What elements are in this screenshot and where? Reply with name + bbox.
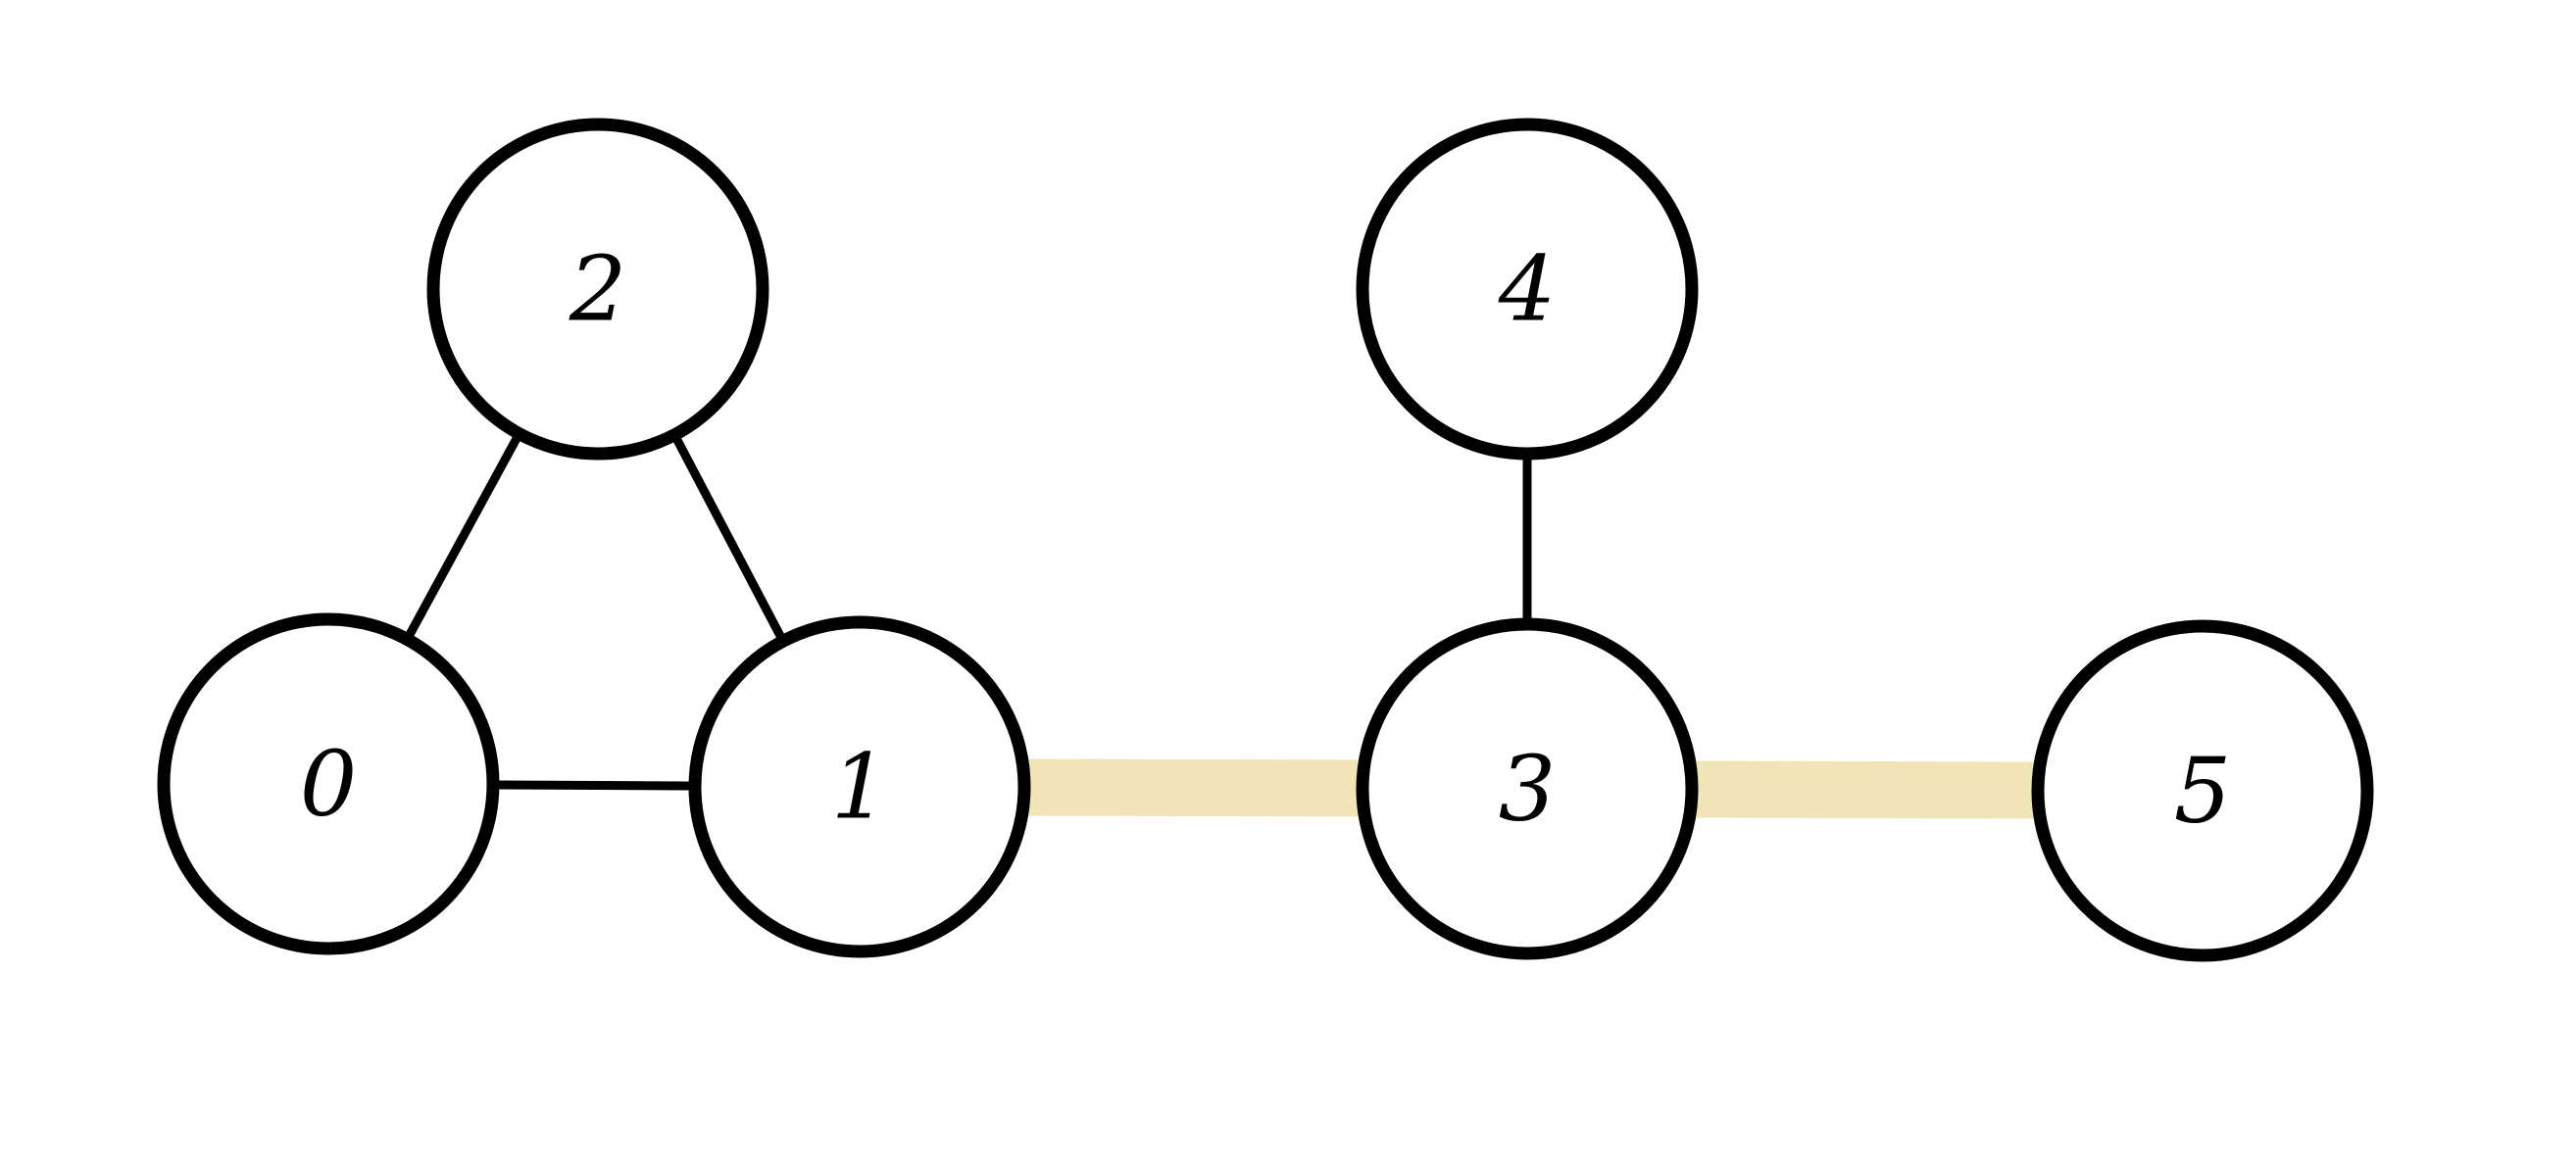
node-label-4: 4 bbox=[1498, 237, 1557, 342]
node-circle-4 bbox=[1356, 118, 1699, 461]
node-label-1: 1 bbox=[831, 735, 889, 840]
node-label-0: 0 bbox=[300, 732, 358, 837]
node-0: 0 bbox=[157, 612, 500, 955]
nodes-layer: 0 1 2 3 4 5 bbox=[157, 118, 2374, 962]
node-label-5: 5 bbox=[2174, 739, 2232, 844]
node-label-3: 3 bbox=[1499, 737, 1557, 842]
node-circle-2 bbox=[426, 118, 769, 461]
node-circle-1 bbox=[688, 615, 1031, 958]
node-circle-0 bbox=[157, 612, 500, 955]
node-circle-3 bbox=[1356, 617, 1699, 960]
node-1: 1 bbox=[688, 615, 1031, 958]
node-3: 3 bbox=[1356, 617, 1699, 960]
node-4: 4 bbox=[1356, 118, 1699, 461]
node-circle-5 bbox=[2031, 619, 2374, 962]
node-5: 5 bbox=[2031, 619, 2374, 962]
node-2: 2 bbox=[426, 118, 769, 461]
node-label-2: 2 bbox=[569, 237, 627, 342]
